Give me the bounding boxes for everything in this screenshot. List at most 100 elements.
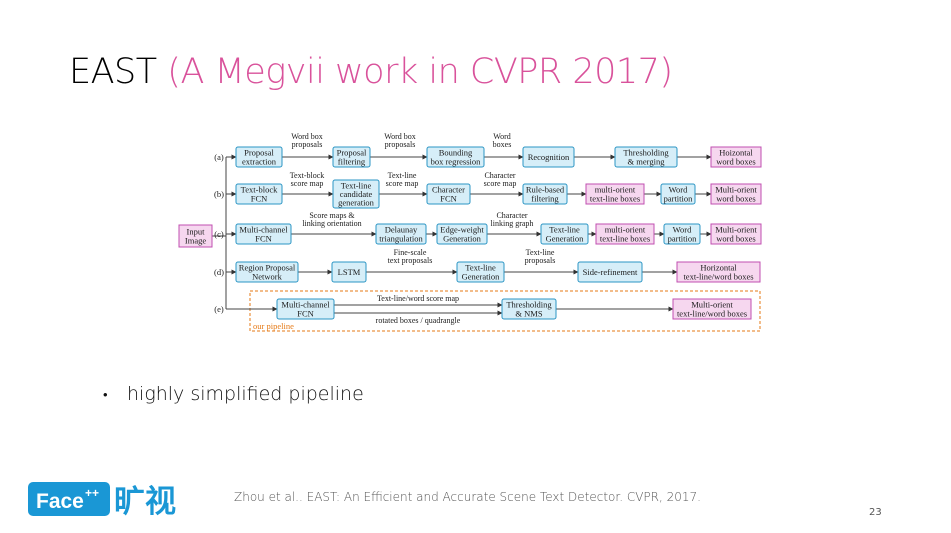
d-box-0-label: Region Proposal	[239, 263, 296, 273]
edge-label-d: text proposals	[388, 256, 433, 265]
megvii-logo: Face ++ 旷视	[28, 482, 176, 520]
d-box-4-label: text-line/word boxes	[683, 271, 753, 281]
our-pipeline-label: our pipeline	[253, 321, 294, 331]
edge-label-d: proposals	[525, 256, 556, 265]
a-recognition: Recognition	[522, 146, 575, 168]
c-box-6-label: word boxes	[716, 233, 755, 243]
edge-label-d: Fine-scale	[394, 248, 427, 257]
c-box-3-label: Text-line	[549, 225, 580, 235]
edge-label-b: score map	[484, 179, 517, 188]
edge-label-e: Text-line/word score map	[377, 294, 459, 303]
b-box-3-label: filtering	[531, 193, 559, 203]
edge-label-b: Text-line	[388, 171, 417, 180]
d-box-3: Side-refinement	[577, 261, 643, 283]
e-box-1-label: Thresholding	[506, 300, 552, 310]
b-box-4-label: multi-orient	[595, 185, 636, 195]
slide-title: EAST (A Megvii work in CVPR 2017)	[69, 52, 673, 92]
a-horizontal-word-boxes-label: word boxes	[716, 156, 755, 166]
b-box-5-label: partition	[664, 193, 694, 203]
edge-label-b: score map	[386, 179, 419, 188]
e-box-2-label: text-line/word boxes	[677, 308, 747, 318]
bullet-marker: •	[103, 387, 108, 403]
c-box-3-label: Generation	[546, 233, 585, 243]
c-box-1-label: Delaunay	[385, 225, 418, 235]
d-box-2-label: Generation	[462, 271, 501, 281]
d-box-1: LSTM	[331, 261, 367, 283]
b-box-5-label: Word	[669, 185, 688, 195]
edge-label-a: boxes	[493, 140, 512, 149]
c-box-0-label: Multi-channel	[239, 225, 288, 235]
bullet-item: •highly simplified pipeline	[103, 383, 364, 405]
a-proposal-filtering-label: filtering	[338, 156, 366, 166]
a-thresholding-merging-label: & merging	[628, 156, 666, 166]
d-box-2-label: Text-line	[465, 263, 496, 273]
b-box-2-label: Character	[432, 185, 465, 195]
edge-label-c: Character	[496, 211, 527, 220]
edge-label-b: score map	[291, 179, 324, 188]
b-box-1-label: generation	[338, 198, 375, 208]
pipeline-diagram: InputImageProposalextractionProposalfilt…	[178, 132, 762, 332]
edge-label-c: Score maps &	[309, 211, 355, 220]
our-pipeline-frame	[249, 290, 761, 332]
input-image-box-label: Input	[187, 227, 206, 237]
d-box-0-label: Network	[252, 271, 282, 281]
a-thresholding-merging-label: Thresholding	[623, 148, 669, 158]
b-box-6-label: word boxes	[716, 193, 755, 203]
c-box-5-label: Word	[673, 225, 692, 235]
b-box-1-label: Text-line	[341, 180, 372, 190]
a-horizontal-word-boxes-label: Hoizontal	[719, 148, 753, 158]
a-proposal-filtering-label: Proposal	[337, 148, 367, 158]
row-label: (a)	[214, 152, 224, 162]
b-box-0-label: FCN	[251, 193, 268, 203]
row-label: (d)	[214, 267, 224, 277]
e-box-1: Thresholding& NMS	[501, 298, 557, 320]
edge-label-d: Text-line	[526, 248, 555, 257]
edge-label-c: linking orientation	[302, 219, 361, 228]
d-box-3-label: Side-refinement	[583, 267, 638, 277]
input-image-box-label: Image	[185, 235, 206, 245]
edge-label-a: Word	[493, 132, 511, 141]
edge-label-b: Character	[484, 171, 515, 180]
c-box-2-label: Edge-weight	[440, 225, 484, 235]
edge-label-a: Word box	[384, 132, 416, 141]
a-recognition-label: Recognition	[528, 152, 570, 162]
b-box-0-label: Text-block	[241, 185, 278, 195]
a-proposal-extraction-label: extraction	[242, 156, 277, 166]
c-box-4-label: multi-orient	[605, 225, 646, 235]
c-box-2-label: Generation	[443, 233, 482, 243]
d-box-1-label: LSTM	[338, 267, 361, 277]
c-box-4-label: text-line boxes	[600, 233, 650, 243]
row-label: (e)	[214, 304, 224, 314]
edge-label-b: Text-block	[290, 171, 325, 180]
e-box-0-label: Multi-channel	[281, 300, 330, 310]
title-accent: (A Megvii work in CVPR 2017)	[167, 52, 673, 92]
b-box-4-label: text-line boxes	[590, 193, 640, 203]
e-box-2-label: Multi-orient	[691, 300, 733, 310]
edge-label-e: rotated boxes / quadrangle	[376, 316, 461, 325]
a-proposal-extraction-label: Proposal	[244, 148, 274, 158]
b-box-3-label: Rule-based	[526, 185, 565, 195]
b-box-1-label: candidate	[340, 189, 373, 199]
logo-chinese-text: 旷视	[114, 484, 176, 520]
logo-face-text: Face	[36, 490, 84, 513]
logo-plus-text: ++	[85, 486, 99, 500]
